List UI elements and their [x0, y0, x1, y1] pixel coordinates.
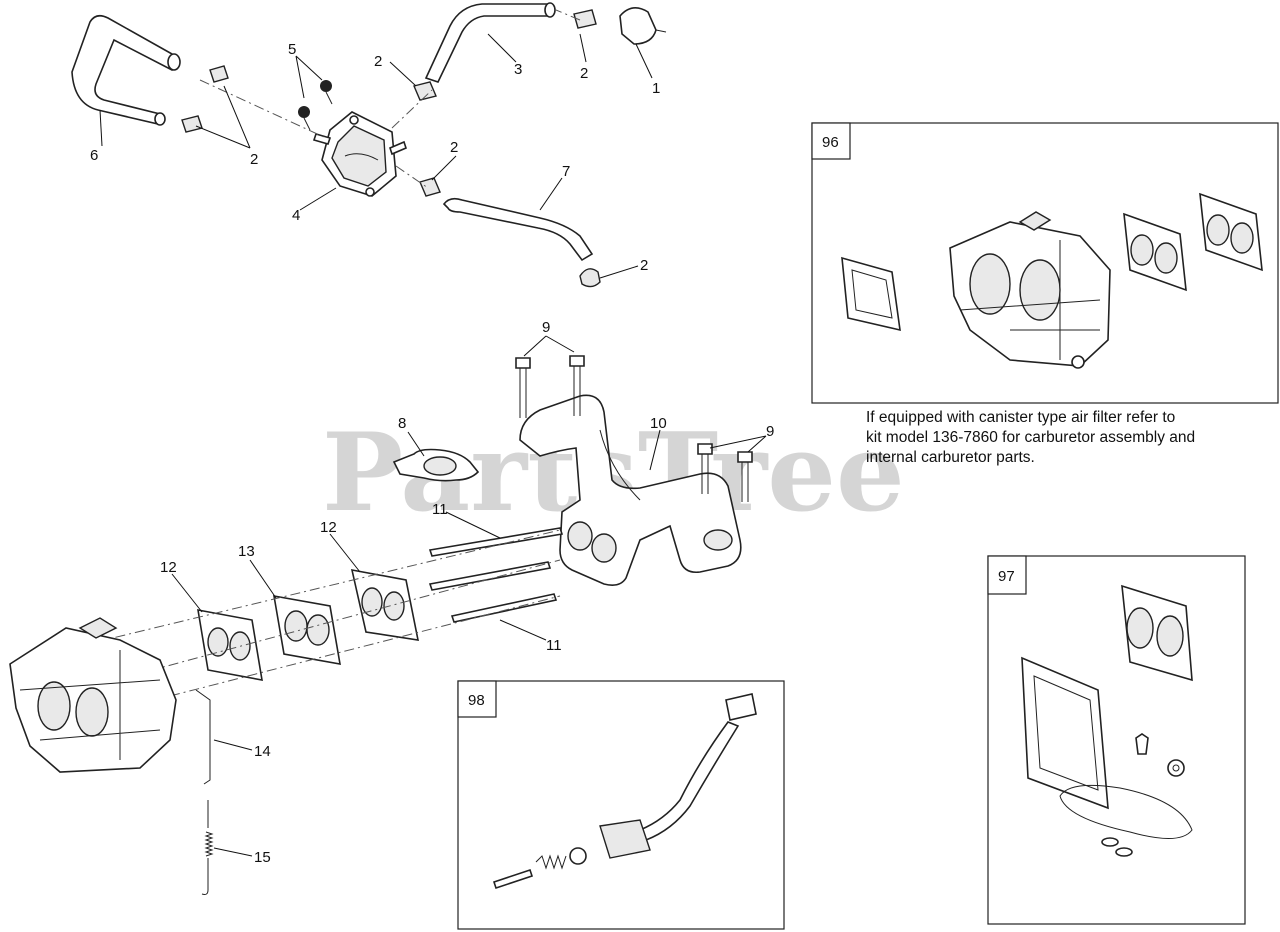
kit-98-panel: 98	[457, 680, 785, 930]
callout-10: 10	[650, 415, 667, 432]
note-line: internal carburetor parts.	[866, 449, 1035, 466]
fuel-hose-3	[424, 2, 556, 83]
callout-2: 2	[580, 65, 588, 82]
carburetor-note: If equipped with canister type air filte…	[866, 408, 1266, 468]
callout-4: 4	[292, 207, 300, 224]
kit-97-panel: 97	[987, 555, 1246, 925]
callout-11: 11	[546, 637, 562, 654]
spacer-13	[273, 595, 341, 665]
callout-12: 12	[320, 519, 337, 536]
callout-5: 5	[288, 41, 296, 58]
callout-7: 7	[562, 163, 570, 180]
note-line: kit model 136-7860 for carburetor assemb…	[866, 429, 1196, 446]
kit-97-label: 97	[998, 568, 1015, 585]
kit-98-label: 98	[468, 692, 485, 709]
callout-6: 6	[90, 147, 98, 164]
spring-15	[201, 800, 214, 895]
callout-9: 9	[542, 319, 550, 336]
bolt-9	[515, 355, 585, 418]
kit-96-panel: 96	[811, 122, 1279, 404]
hose-clamp	[181, 65, 229, 133]
fuel-hose-7	[419, 177, 601, 288]
callout-15: 15	[254, 849, 271, 866]
callout-2: 2	[450, 139, 458, 156]
gasket-8	[392, 448, 480, 482]
screw-5	[298, 80, 333, 131]
callout-2: 2	[640, 257, 648, 274]
note-line: If equipped with canister type air filte…	[866, 409, 1176, 426]
fuel-filter-1	[573, 7, 667, 45]
hose-clamp	[413, 81, 437, 101]
fuel-hose-6	[71, 14, 181, 126]
fuel-pump-4	[312, 111, 407, 197]
callout-1: 1	[652, 80, 660, 97]
intake-manifold-10	[519, 394, 742, 586]
callout-2: 2	[250, 151, 258, 168]
callout-12: 12	[160, 559, 177, 576]
callout-9: 9	[766, 423, 774, 440]
callout-14: 14	[254, 743, 271, 760]
alignment-lines	[95, 9, 581, 697]
leader-lines	[99, 33, 767, 857]
throttle-link-14	[195, 689, 211, 785]
bolt-9	[697, 443, 753, 502]
kit-96-label: 96	[822, 134, 839, 151]
carburetor	[9, 617, 177, 773]
callout-2: 2	[374, 53, 382, 70]
callout-11: 11	[432, 501, 448, 518]
stud-11	[428, 527, 564, 623]
callout-13: 13	[238, 543, 255, 560]
gasket-12	[197, 609, 263, 681]
callout-3: 3	[514, 61, 522, 78]
gasket-12	[350, 568, 420, 641]
callout-8: 8	[398, 415, 406, 432]
